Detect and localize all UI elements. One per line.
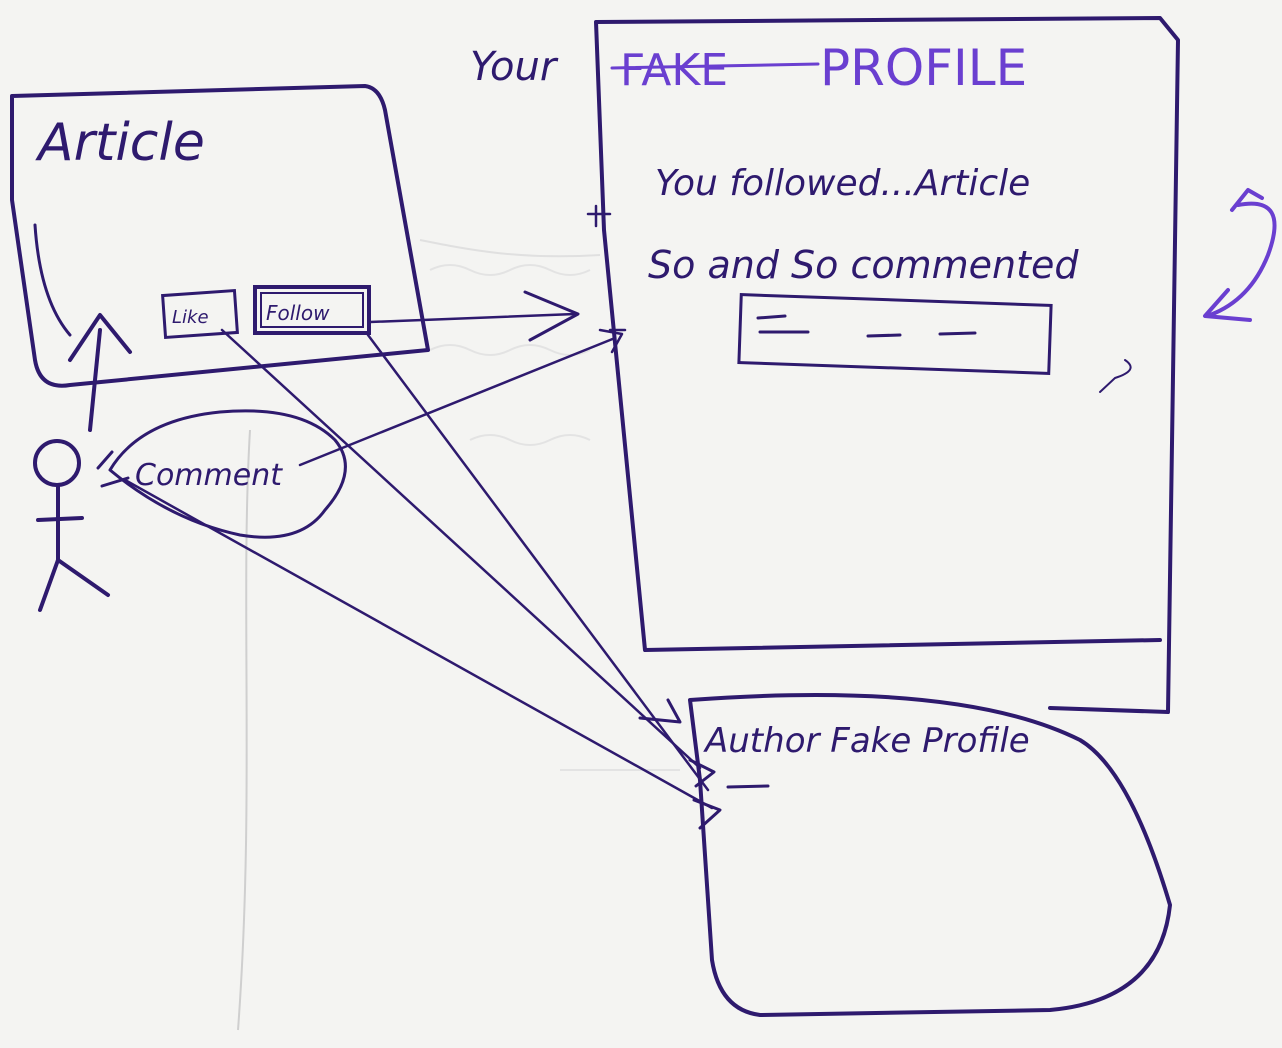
- like-button-border: [161, 288, 239, 340]
- user-left-leg: [38, 558, 60, 612]
- follow-button-inner: [260, 292, 364, 328]
- like-button[interactable]: Like: [161, 288, 239, 340]
- background-pencil-marks: [237, 239, 680, 1031]
- author-arrowhead-3: [638, 698, 682, 724]
- follow-to-author-line: [366, 333, 710, 792]
- article-panel-curl: [33, 223, 72, 337]
- scroll-mark: [1099, 359, 1132, 393]
- your-profile-panel: Your FAKE PROFILE You followed...Article…: [470, 16, 1277, 714]
- user-to-article-arrowhead: [68, 313, 132, 362]
- profile-edge-tick-top: [586, 204, 612, 228]
- your-profile-title-prefix: Your: [470, 44, 559, 90]
- follow-to-profile-arrowhead: [523, 290, 580, 342]
- author-arrowhead-2: [692, 798, 722, 830]
- author-profile-label: Author Fake Profile: [703, 721, 1030, 761]
- article-panel: Article: [10, 84, 430, 388]
- your-profile-title-struck: FAKE: [620, 45, 728, 96]
- comment-to-profile-line: [298, 336, 617, 467]
- comment-preview-box: [737, 293, 1053, 375]
- user-arms: [36, 516, 84, 522]
- user-right-leg: [56, 558, 110, 597]
- comment-bubble-tail: [96, 450, 130, 488]
- feed-item-followed: You followed...Article: [655, 163, 1030, 204]
- follow-to-profile-line: [368, 312, 577, 324]
- like-to-author-line: [220, 328, 702, 770]
- flow-connectors: [123, 204, 722, 830]
- comment-to-author-line: [123, 478, 714, 810]
- user-to-article-arrow: [88, 328, 102, 432]
- article-title: Article: [35, 113, 205, 173]
- author-profile-outline: [688, 693, 1172, 1017]
- your-profile-border: [594, 16, 1180, 714]
- reorder-arrowheads: [1203, 188, 1264, 322]
- comment-bubble[interactable]: Comment: [96, 409, 347, 539]
- comment-bubble-label: Comment: [135, 458, 283, 493]
- follow-button-border: [253, 285, 371, 335]
- comment-preview-dashes: [756, 314, 977, 338]
- strikethrough-line: [610, 62, 820, 70]
- user-head: [33, 439, 81, 487]
- like-button-label: Like: [172, 307, 209, 328]
- author-profile-dash: [726, 784, 770, 789]
- follow-button-label: Follow: [266, 301, 330, 325]
- author-profile-panel: Author Fake Profile: [688, 693, 1172, 1017]
- follow-button[interactable]: Follow: [253, 285, 371, 335]
- article-panel-border: [10, 84, 430, 388]
- comment-to-profile-arrowhead: [598, 328, 624, 354]
- feed-item-commented: So and So commented: [648, 243, 1079, 287]
- your-profile-title-main: PROFILE: [820, 39, 1027, 97]
- reorder-curve-arrow: [1208, 201, 1277, 317]
- user-stick-figure: [33, 313, 132, 612]
- author-arrowhead-1: [688, 758, 716, 788]
